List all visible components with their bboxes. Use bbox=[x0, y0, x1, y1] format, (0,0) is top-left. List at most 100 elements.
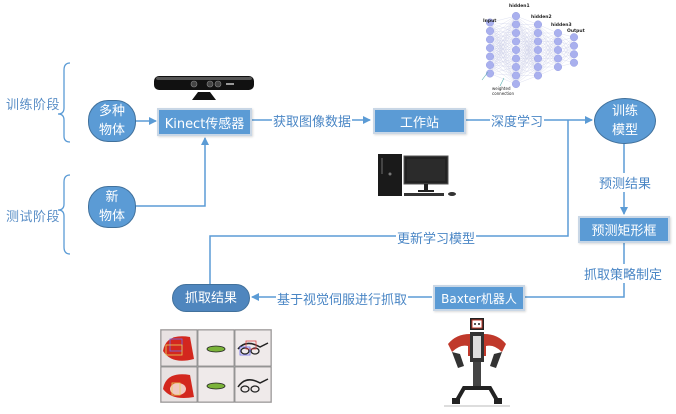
edge-label-predict-result: 预测结果 bbox=[598, 173, 653, 192]
edge-label-deep-learning: 深度学习 bbox=[490, 111, 545, 130]
nn-neuron bbox=[534, 71, 543, 80]
node-grasp-result: 抓取结果 bbox=[172, 284, 250, 312]
nn-connection bbox=[489, 41, 517, 74]
nn-connection bbox=[537, 41, 559, 76]
edge-new-kinect bbox=[134, 137, 209, 207]
nn-connection bbox=[515, 24, 539, 59]
nn-neuron bbox=[534, 63, 543, 72]
node-objects-new: 新物体 bbox=[88, 186, 136, 228]
nn-neuron bbox=[512, 29, 521, 38]
nn-connection bbox=[489, 15, 517, 32]
kinect-sensor-image bbox=[154, 76, 254, 100]
node-workstation: 工作站 bbox=[373, 108, 466, 134]
nn-layer-label: hidden1 bbox=[509, 3, 530, 9]
nn-neuron bbox=[512, 20, 521, 29]
edge-label-visual-servo: 基于视觉伺服进行抓取 bbox=[276, 289, 409, 308]
nn-neuron bbox=[569, 33, 578, 42]
nn-pointer bbox=[499, 77, 505, 87]
nn-neuron bbox=[485, 61, 494, 70]
nn-connection bbox=[537, 49, 559, 76]
nn-connection bbox=[489, 15, 517, 74]
nn-connection bbox=[515, 58, 539, 85]
nn-connection bbox=[557, 45, 575, 68]
node-text: 新 bbox=[105, 190, 119, 205]
nn-connection bbox=[515, 49, 539, 85]
training-brace bbox=[57, 62, 71, 143]
nn-connection bbox=[489, 24, 517, 74]
stage-training-label: 训练阶段 bbox=[6, 98, 61, 113]
nn-layer-label: hidden3 bbox=[551, 22, 572, 28]
node-text: 物体 bbox=[98, 209, 125, 224]
nn-connection bbox=[557, 37, 575, 59]
nn-connection bbox=[557, 37, 575, 68]
nn-layer-label: hidden2 bbox=[531, 14, 552, 20]
nn-connection bbox=[515, 24, 539, 42]
nn-neuron bbox=[512, 54, 521, 63]
grasp-result-photo-grid bbox=[160, 329, 272, 403]
node-text: 模型 bbox=[611, 123, 638, 138]
nn-neuron bbox=[512, 63, 521, 72]
nn-neuron bbox=[553, 54, 562, 63]
nn-neuron bbox=[512, 37, 521, 46]
stage-testing-label: 测试阶段 bbox=[6, 210, 61, 225]
nn-connection bbox=[489, 15, 517, 40]
nn-neuron bbox=[534, 37, 543, 46]
nn-connection bbox=[515, 24, 539, 51]
nn-neuron bbox=[534, 29, 543, 38]
node-train-model: 训练模型 bbox=[594, 98, 656, 144]
node-text: 多种 bbox=[98, 104, 125, 119]
node-text: 物体 bbox=[98, 123, 125, 138]
node-kinect: Kinect传感器 bbox=[157, 108, 252, 136]
nn-connection bbox=[489, 73, 517, 85]
nn-neuron bbox=[569, 50, 578, 59]
edge-update-model bbox=[209, 120, 569, 284]
nn-connection bbox=[489, 15, 517, 49]
nn-caption: connection bbox=[492, 91, 515, 96]
node-baxter: Baxter机器人 bbox=[433, 285, 525, 311]
edge-label-get-image: 获取图像数据 bbox=[272, 111, 353, 130]
node-objects-multi: 多种物体 bbox=[88, 100, 136, 142]
edge-label-grasp-strategy: 抓取策略制定 bbox=[583, 264, 664, 283]
nn-neuron bbox=[485, 44, 494, 53]
nn-connection bbox=[537, 32, 559, 51]
nn-neuron bbox=[485, 69, 494, 78]
nn-connection bbox=[515, 66, 539, 85]
nn-layer-label: Output bbox=[567, 28, 586, 34]
nn-neuron bbox=[534, 20, 543, 29]
nn-connection bbox=[489, 66, 517, 74]
nn-neuron bbox=[569, 41, 578, 50]
nn-layer-label: Input bbox=[483, 18, 497, 24]
nn-neuron bbox=[485, 35, 494, 44]
nn-connection bbox=[489, 15, 517, 57]
nn-neuron bbox=[534, 54, 543, 63]
nn-neuron bbox=[512, 11, 521, 20]
nn-neuron bbox=[553, 37, 562, 46]
testing-brace bbox=[57, 174, 71, 255]
nn-connection bbox=[489, 15, 517, 66]
edge-label-update-model: 更新学习模型 bbox=[396, 228, 477, 247]
nn-connection bbox=[537, 32, 559, 68]
node-predict-box: 预测矩形框 bbox=[578, 216, 670, 243]
nn-connection bbox=[489, 32, 517, 74]
workstation-computer-image bbox=[378, 154, 456, 196]
nn-neuron bbox=[553, 29, 562, 38]
nn-neuron bbox=[485, 52, 494, 61]
nn-neuron bbox=[485, 27, 494, 36]
nn-neuron bbox=[512, 79, 521, 88]
nn-connection bbox=[489, 49, 517, 74]
nn-connection bbox=[537, 58, 559, 76]
nn-neuron bbox=[569, 58, 578, 67]
nn-neuron bbox=[553, 46, 562, 55]
nn-neuron bbox=[553, 63, 562, 72]
nn-neuron bbox=[485, 18, 494, 27]
nn-connection bbox=[489, 15, 517, 23]
nn-connection bbox=[537, 32, 559, 59]
nn-neuron bbox=[534, 46, 543, 55]
nn-connection bbox=[489, 73, 517, 76]
edge-predict-baxter bbox=[503, 243, 625, 301]
nn-caption: weighted bbox=[492, 86, 511, 91]
nn-neuron bbox=[512, 46, 521, 55]
node-text: 训练 bbox=[611, 104, 638, 119]
nn-connection bbox=[489, 58, 517, 74]
